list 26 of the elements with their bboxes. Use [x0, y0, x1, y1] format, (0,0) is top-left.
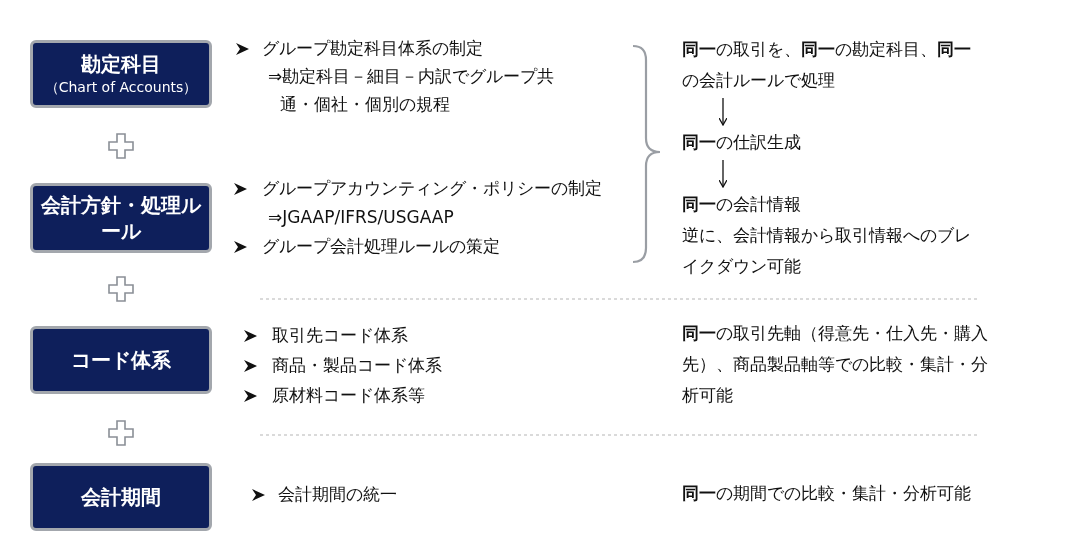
bullet-text: 取引先コード体系 [272, 324, 409, 347]
category-title: コード体系 [71, 347, 171, 373]
detail-text: ⇒JGAAP/IFRS/USGAAP [268, 206, 455, 229]
result-text: 同一の仕訳生成 [682, 127, 972, 158]
result-text: 同一の期間での比較・集計・分析可能 [682, 482, 972, 505]
category-title: 会計期間 [81, 484, 161, 510]
category-box [30, 326, 212, 394]
category-box [30, 40, 212, 108]
detail-text: ⇒勘定科目－細目－内訳でグループ共通・個社・個別の規程 [268, 65, 556, 116]
category-subtitle: （Chart of Accounts） [44, 78, 198, 97]
arrow [718, 97, 728, 126]
result-text: 同一の取引を、同一の勘定科目、同一の会計ルールで処理 [682, 34, 972, 96]
bullet-text: 商品・製品コード体系 [272, 354, 443, 377]
category-title: 会計方針・処理ルール [40, 192, 203, 244]
bullet-text: グループ会計処理ルールの策定 [262, 235, 501, 258]
result-text: 同一の会計情報 [682, 193, 802, 216]
result-text: 逆に、会計情報から取引情報へのブレイクダウン可能 [682, 224, 972, 278]
result-text: 同一の取引先軸（得意先・仕入先・購入先）、商品製品軸等での比較・集計・分析可能 [682, 322, 989, 407]
arrow [718, 159, 728, 188]
bullet-text: 原材料コード体系等 [272, 384, 426, 407]
bullet-text: グループ勘定科目体系の制定 [262, 37, 484, 60]
bullet-text: 会計期間の統一 [278, 483, 398, 506]
category-box [30, 463, 212, 531]
category-title: 勘定科目 [81, 51, 161, 77]
bullet-text: グループアカウンティング・ポリシーの制定 [262, 177, 603, 200]
category-box [30, 183, 212, 253]
